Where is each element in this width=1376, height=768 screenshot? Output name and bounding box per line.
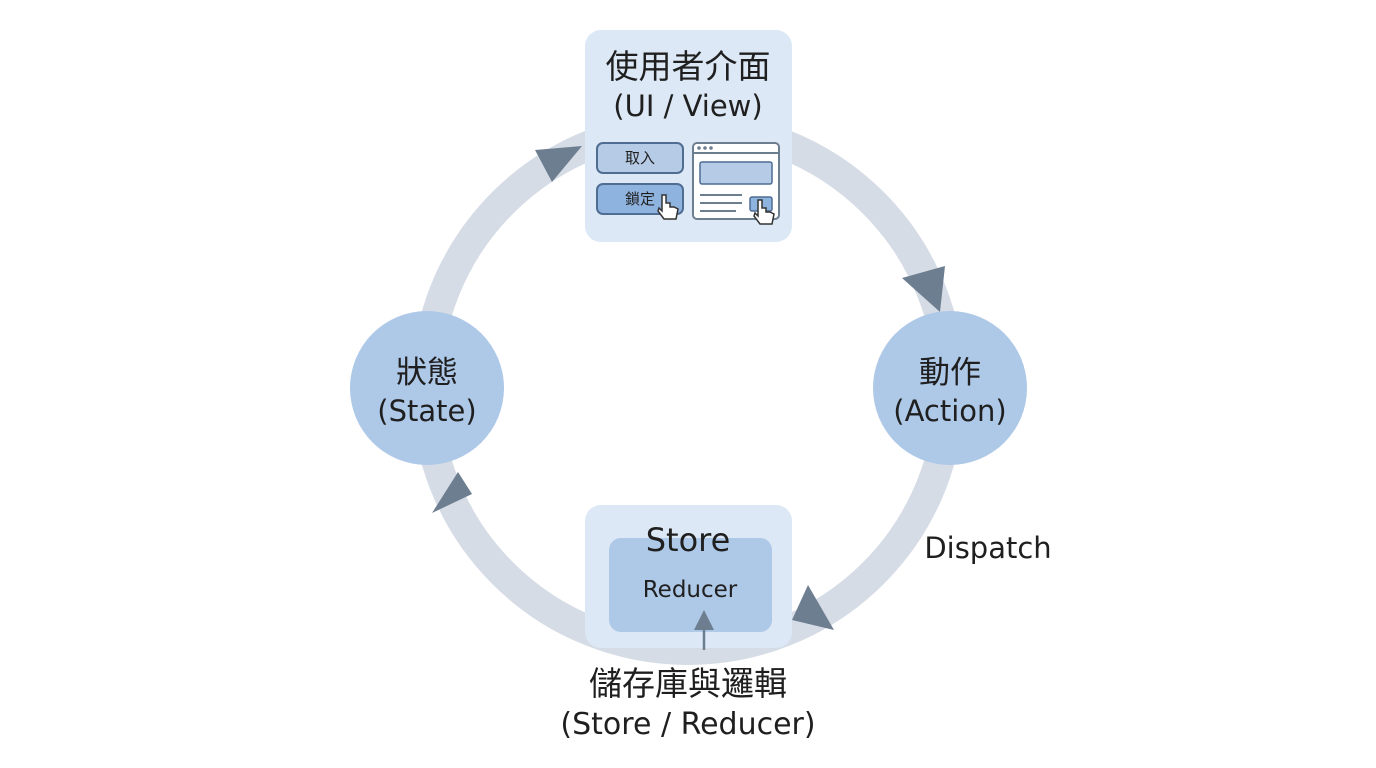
store-title: Store: [646, 521, 731, 559]
action-circle: [873, 311, 1027, 465]
store-caption-line1: 儲存庫與邏輯: [589, 664, 787, 703]
ui-view-subtitle: (UI / View): [613, 89, 762, 123]
hand-cursor-icon: [657, 194, 679, 220]
hand-cursor-icon: [753, 199, 775, 225]
action-subtitle: (Action): [893, 394, 1006, 428]
button-lock-label: 鎖定: [625, 190, 655, 208]
state-title: 狀態: [396, 355, 458, 391]
ui-view-title: 使用者介面: [606, 47, 771, 86]
store-caption-line2: (Store / Reducer): [560, 707, 815, 742]
button-retrieve-label: 取入: [625, 149, 655, 167]
state-node: 狀態 (State): [350, 311, 504, 465]
reducer-label: Reducer: [643, 577, 738, 603]
dispatch-label: Dispatch: [924, 531, 1051, 565]
browser-window-icon: [692, 142, 780, 220]
action-title: 動作: [919, 355, 981, 391]
state-circle: [350, 311, 504, 465]
action-node: 動作 (Action): [873, 311, 1027, 465]
arrow-store-to-state: [432, 472, 472, 513]
button-retrieve[interactable]: [596, 142, 684, 174]
arrow-action-to-store: [792, 585, 834, 630]
ui-view-node: 使用者介面 (UI / View) 取入 鎖定: [585, 30, 792, 242]
arrow-ui-to-action: [902, 266, 945, 312]
reducer-box: [609, 538, 772, 632]
arrow-state-to-ui: [535, 146, 582, 182]
store-node: Store Reducer: [585, 505, 792, 650]
state-subtitle: (State): [377, 394, 476, 428]
